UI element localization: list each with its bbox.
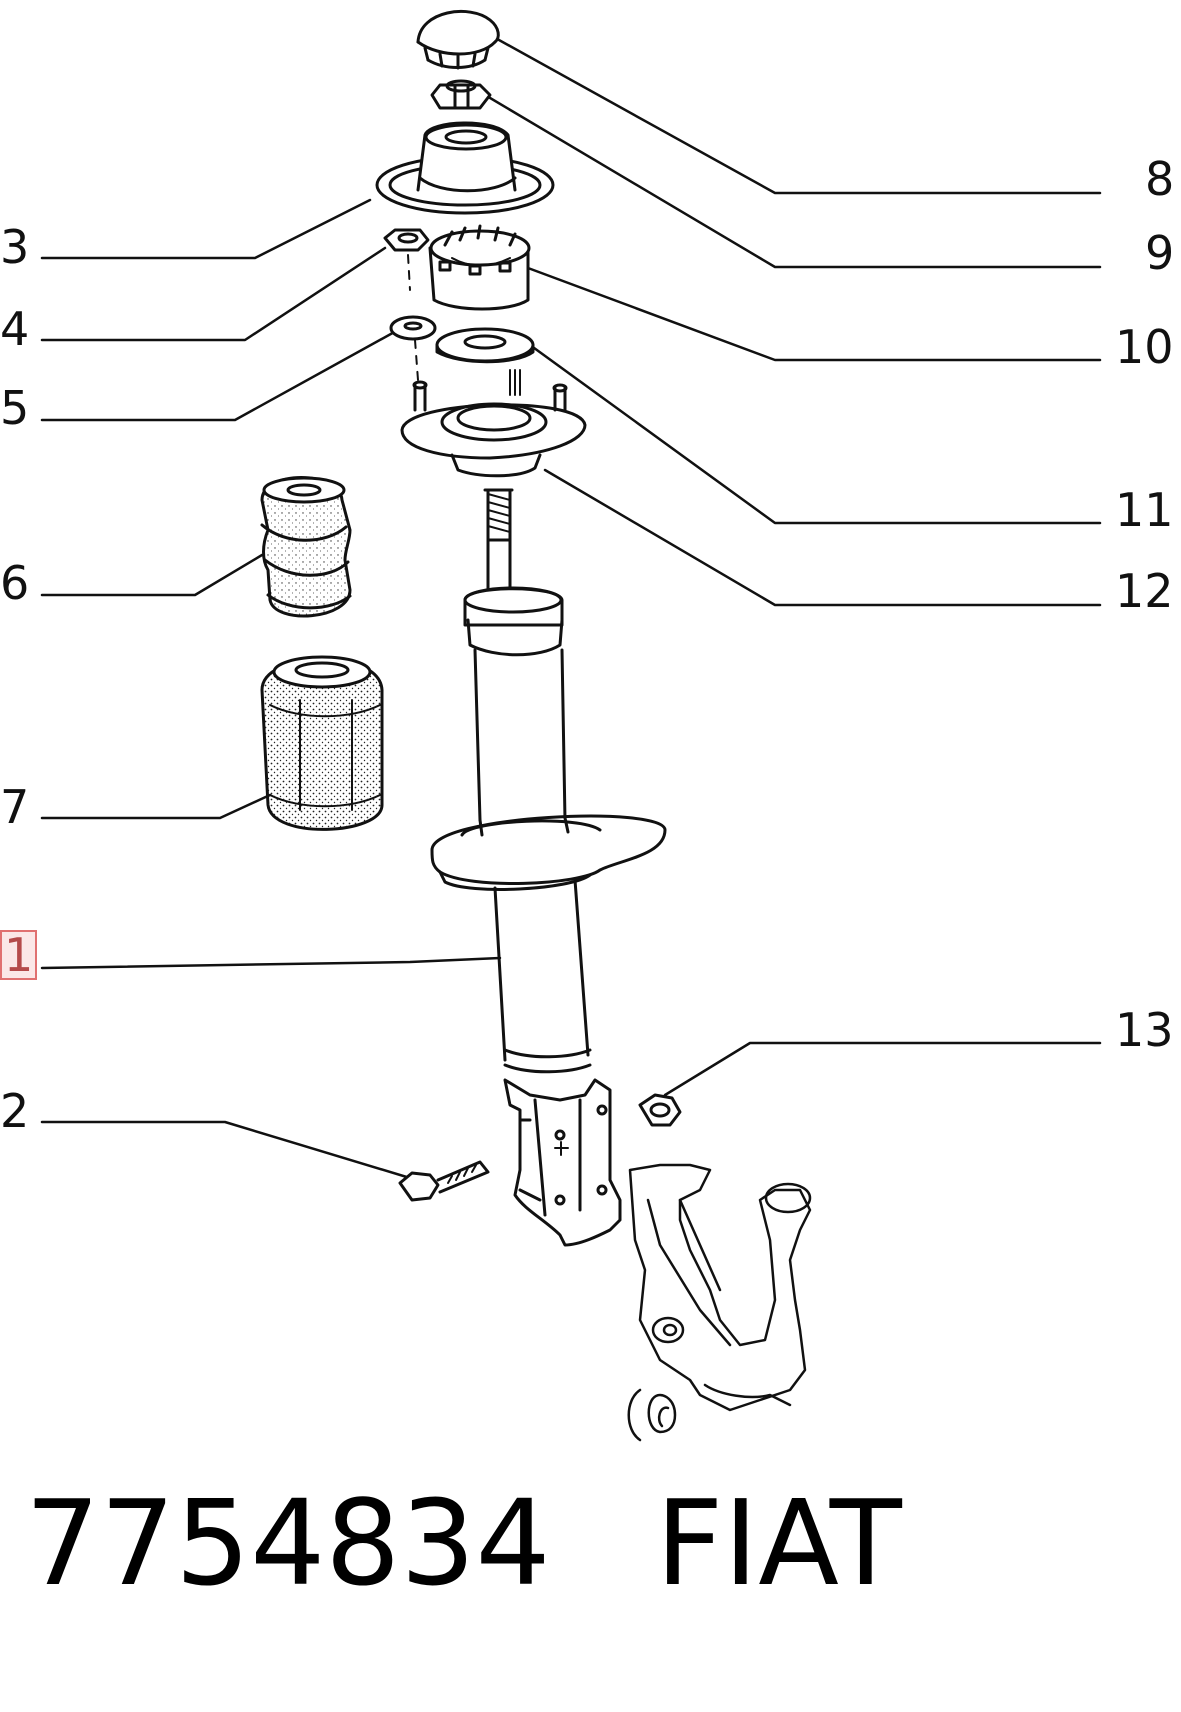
callout-label-6: 6 (0, 556, 30, 610)
part-12-mount-plate (400, 369, 587, 478)
callout-label-1: 1 (0, 930, 38, 980)
callout-label-4: 4 (0, 302, 30, 356)
leader-line-10 (526, 266, 1102, 362)
part-8-dust-cap (416, 9, 500, 70)
callout-label-8: 8 (1145, 152, 1175, 206)
leader-line-11 (528, 343, 1102, 525)
leader-line-6 (40, 553, 264, 597)
part-13-nut (638, 1093, 682, 1127)
leader-line-5 (40, 328, 400, 422)
callout-label-13: 13 (1115, 1003, 1174, 1057)
brand-name: FIAT (655, 1474, 902, 1612)
part-2-bolt (398, 1160, 490, 1202)
leader-line-3 (40, 198, 372, 260)
leader-line-1 (40, 956, 502, 970)
part-10-rubber-mount (428, 224, 531, 311)
leader-line-8 (488, 33, 1102, 195)
callout-label-5: 5 (0, 381, 30, 435)
leader-line-2 (40, 1120, 412, 1180)
callout-label-12: 12 (1115, 564, 1174, 618)
callout-label-11: 11 (1115, 483, 1174, 537)
leader-lines-left (40, 198, 502, 1180)
part-number: 7754834 (25, 1474, 551, 1612)
part-1-strut (430, 488, 667, 1247)
leader-line-13 (663, 1041, 1102, 1097)
part-11-bearing-washer (435, 327, 535, 364)
leader-lines-right (478, 33, 1102, 1097)
part-5-washer (389, 315, 437, 381)
part-4-small-nut (383, 228, 430, 291)
callout-label-10: 10 (1115, 320, 1174, 374)
callout-label-9: 9 (1145, 226, 1175, 280)
part-3-top-mount (375, 121, 555, 215)
callout-label-2: 2 (0, 1084, 30, 1138)
part-6-bump-stop (260, 476, 352, 618)
leader-line-12 (543, 468, 1102, 607)
leader-line-9 (478, 90, 1102, 269)
leader-line-4 (40, 246, 387, 342)
callout-label-3: 3 (0, 220, 30, 274)
part-9-nut (430, 79, 492, 110)
steering-knuckle (627, 1163, 812, 1442)
callout-label-7: 7 (0, 780, 30, 834)
leader-line-7 (40, 793, 272, 820)
part-7-dust-boot (260, 655, 384, 831)
